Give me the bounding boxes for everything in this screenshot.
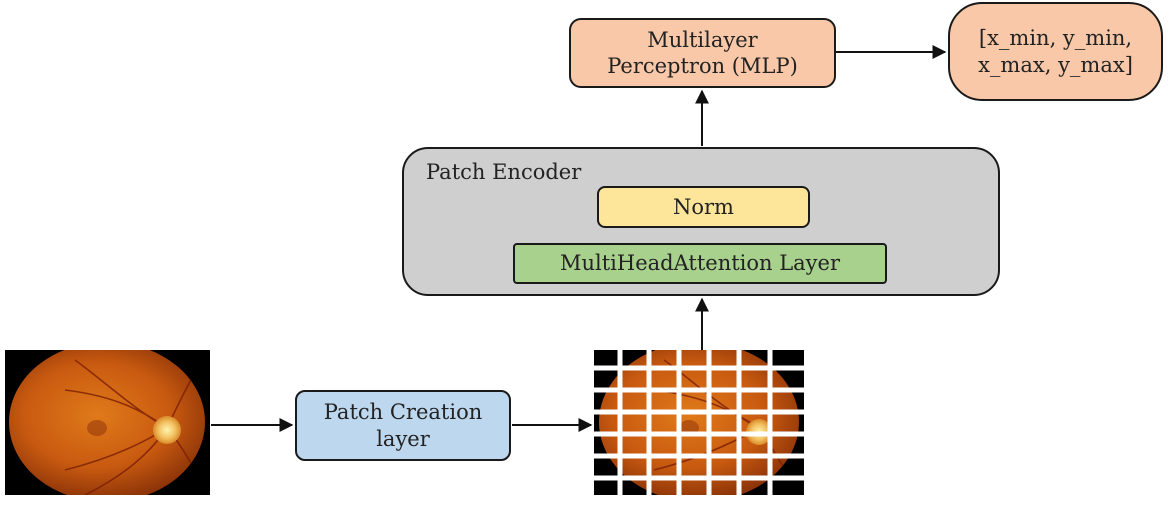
patch-encoder-title: Patch Encoder	[426, 160, 582, 184]
input-fundus-image	[5, 350, 210, 495]
mlp-box: Multilayer Perceptron (MLP)	[569, 18, 836, 88]
bbox-output-box: [x_min, y_min, x_max, y_max]	[948, 2, 1163, 101]
norm-layer-box: Norm	[597, 186, 810, 228]
patch-creation-box: Patch Creation layer	[295, 390, 511, 461]
multihead-attention-box: MultiHeadAttention Layer	[513, 243, 887, 284]
patched-fundus-image	[594, 350, 804, 495]
